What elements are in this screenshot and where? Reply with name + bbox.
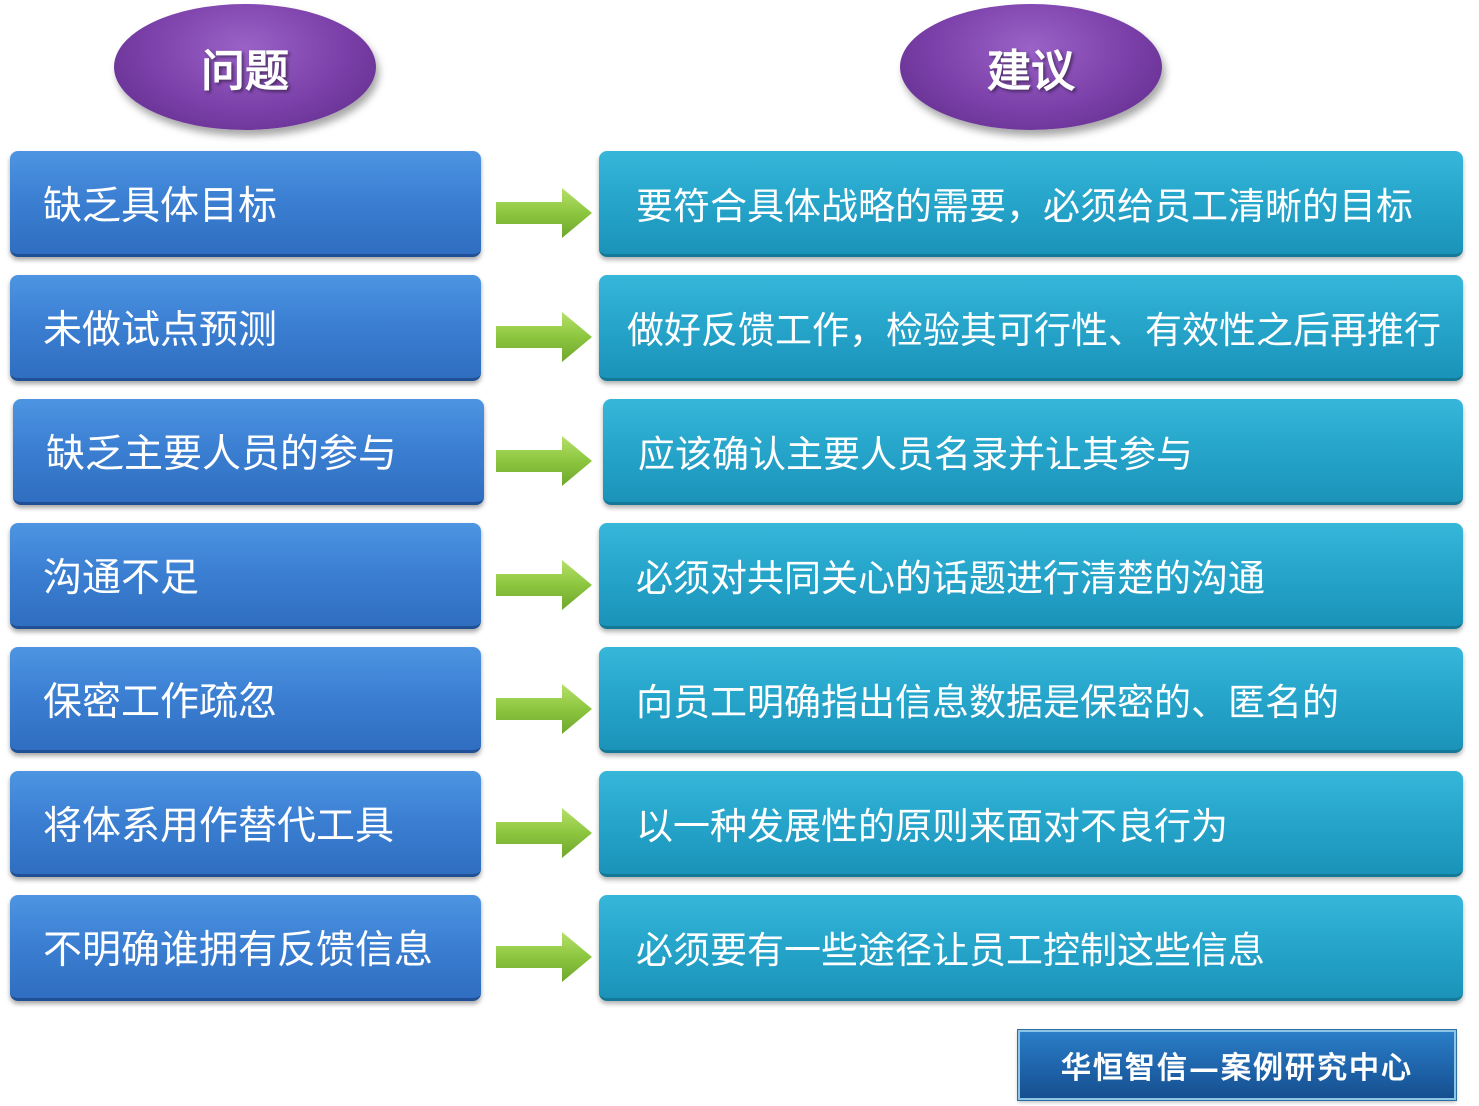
problem-box: 沟通不足 xyxy=(10,523,481,629)
right-arrow-icon xyxy=(496,312,592,362)
problem-suggestion-row: 保密工作疏忽 向员工明确指出信息数据是保密的、匿名的 xyxy=(0,647,1479,755)
suggestion-box: 必须对共同关心的话题进行清楚的沟通 xyxy=(599,523,1463,629)
problem-label: 不明确谁拥有反馈信息 xyxy=(43,927,434,973)
suggestion-label: 以一种发展性的原则来面对不良行为 xyxy=(636,804,1228,848)
problem-box: 未做试点预测 xyxy=(10,275,481,381)
right-arrow-icon xyxy=(496,932,592,982)
header-oval-suggestion: 建议 xyxy=(900,4,1162,130)
suggestion-label: 必须对共同关心的话题进行清楚的沟通 xyxy=(636,556,1265,600)
right-arrow-icon xyxy=(496,436,592,486)
problem-box: 将体系用作替代工具 xyxy=(10,771,481,877)
problem-label: 将体系用作替代工具 xyxy=(43,803,395,849)
header-problem-label: 问题 xyxy=(201,46,289,97)
suggestion-label: 必须要有一些途径让员工控制这些信息 xyxy=(636,928,1265,972)
suggestion-box: 做好反馈工作，检验其可行性、有效性之后再推行 xyxy=(599,275,1463,381)
problem-suggestion-row: 缺乏具体目标 要符合具体战略的需要，必须给员工清晰的目标 xyxy=(0,151,1479,259)
problem-label: 未做试点预测 xyxy=(43,307,278,353)
suggestion-box: 以一种发展性的原则来面对不良行为 xyxy=(599,771,1463,877)
problem-suggestion-row: 将体系用作替代工具 以一种发展性的原则来面对不良行为 xyxy=(0,771,1479,879)
right-arrow-icon xyxy=(496,684,592,734)
header-suggestion-label: 建议 xyxy=(987,46,1075,97)
problem-label: 保密工作疏忽 xyxy=(43,679,278,725)
suggestion-box: 应该确认主要人员名录并让其参与 xyxy=(603,399,1463,505)
right-arrow-icon xyxy=(496,188,592,238)
problem-suggestion-row: 缺乏主要人员的参与 应该确认主要人员名录并让其参与 xyxy=(0,399,1479,507)
suggestion-label: 做好反馈工作，检验其可行性、有效性之后再推行 xyxy=(627,308,1441,352)
suggestion-box: 要符合具体战略的需要，必须给员工清晰的目标 xyxy=(599,151,1463,257)
right-arrow-icon xyxy=(496,560,592,610)
problem-label: 缺乏主要人员的参与 xyxy=(46,431,398,477)
header-oval-problem: 问题 xyxy=(114,4,376,130)
problem-box: 保密工作疏忽 xyxy=(10,647,481,753)
suggestion-box: 必须要有一些途径让员工控制这些信息 xyxy=(599,895,1463,1001)
right-arrow-icon xyxy=(496,808,592,858)
problem-suggestion-row: 不明确谁拥有反馈信息 必须要有一些途径让员工控制这些信息 xyxy=(0,895,1479,1003)
footer-label: 华恒智信—案例研究中心 xyxy=(1061,1051,1413,1086)
problem-suggestion-row: 未做试点预测 做好反馈工作，检验其可行性、有效性之后再推行 xyxy=(0,275,1479,383)
problem-label: 缺乏具体目标 xyxy=(43,183,278,229)
problem-box: 缺乏主要人员的参与 xyxy=(13,399,484,505)
suggestion-label: 应该确认主要人员名录并让其参与 xyxy=(638,432,1193,476)
suggestion-label: 向员工明确指出信息数据是保密的、匿名的 xyxy=(636,680,1339,724)
problem-box: 缺乏具体目标 xyxy=(10,151,481,257)
problem-suggestion-row: 沟通不足 必须对共同关心的话题进行清楚的沟通 xyxy=(0,523,1479,631)
problem-box: 不明确谁拥有反馈信息 xyxy=(10,895,481,1001)
problem-label: 沟通不足 xyxy=(43,555,200,601)
suggestion-box: 向员工明确指出信息数据是保密的、匿名的 xyxy=(599,647,1463,753)
suggestion-label: 要符合具体战略的需要，必须给员工清晰的目标 xyxy=(636,184,1413,228)
footer-badge: 华恒智信—案例研究中心 xyxy=(1017,1029,1457,1101)
